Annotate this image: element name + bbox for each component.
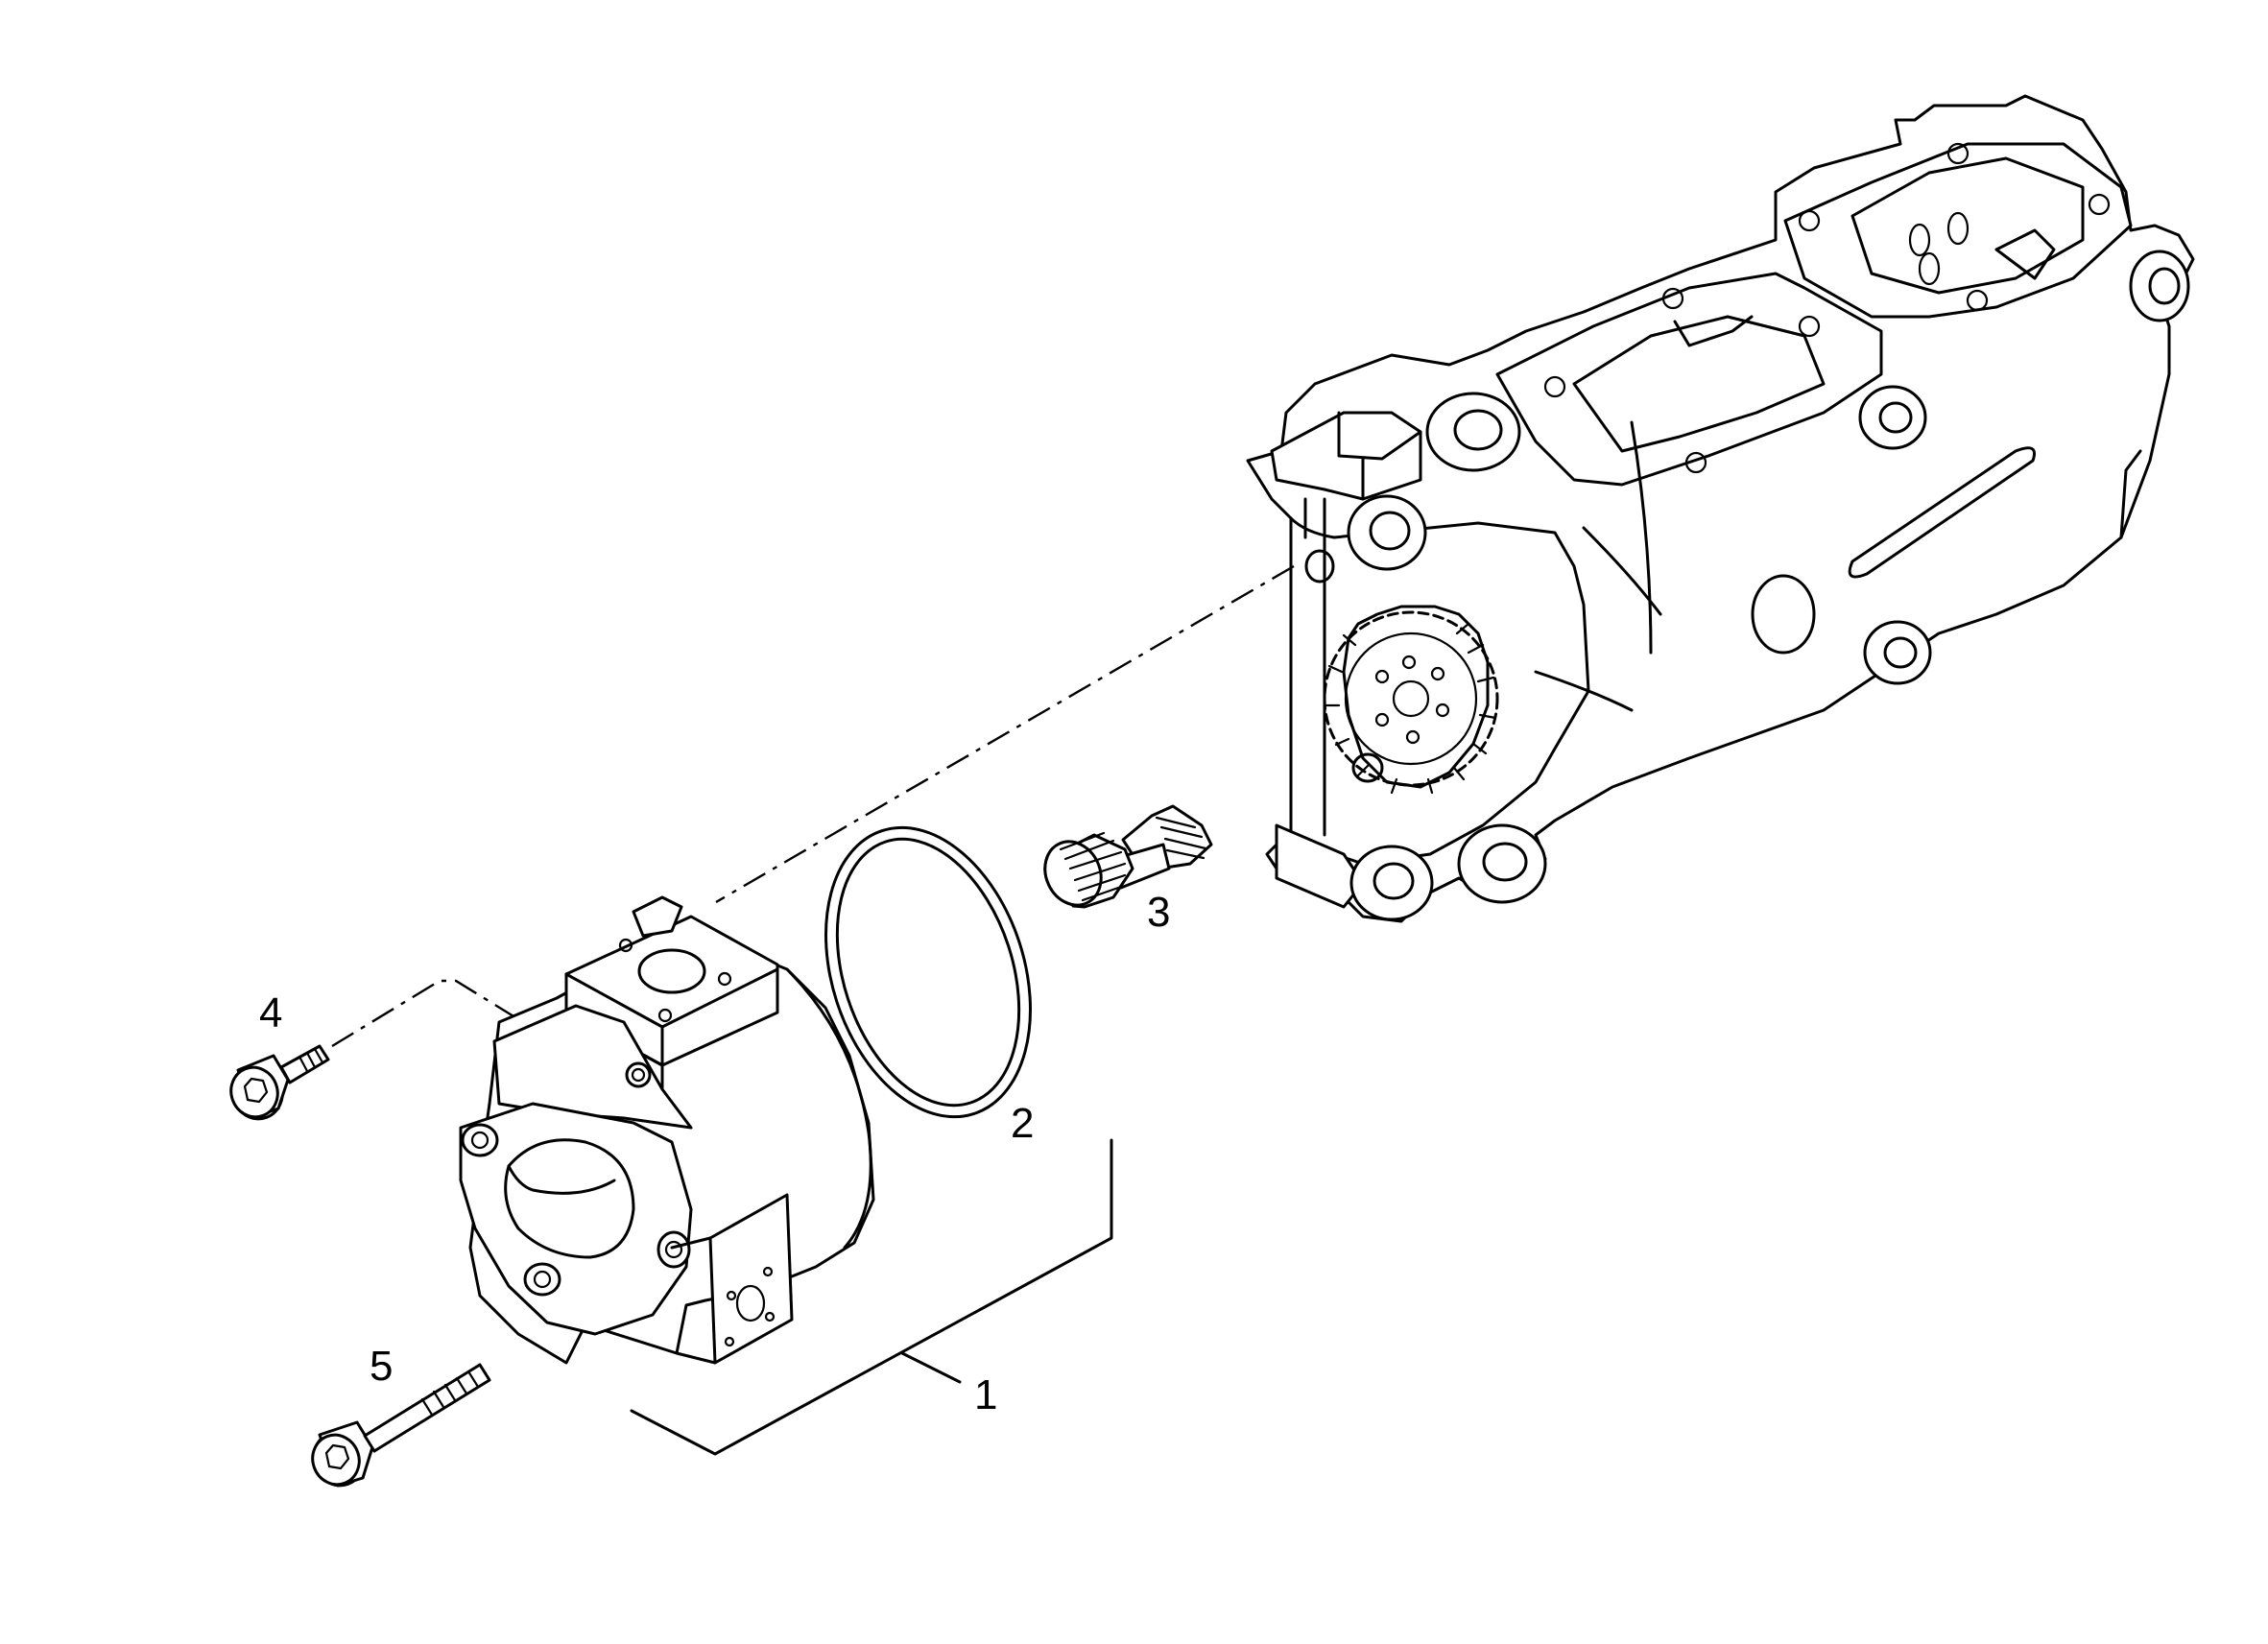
callout-1: 1 <box>974 1371 997 1418</box>
callout-labels: 1 2 3 4 5 <box>259 889 1170 1418</box>
callout-5: 5 <box>370 1343 393 1390</box>
callout-2: 2 <box>1011 1100 1034 1147</box>
short-cap-screw <box>229 1044 330 1121</box>
splined-drive-shaft <box>1043 804 1213 909</box>
gearbox-housing <box>1246 94 2195 923</box>
callout-3: 3 <box>1147 889 1170 936</box>
o-ring <box>824 825 1032 1119</box>
callout-leaders <box>630 1138 1113 1456</box>
pump-assembly <box>459 895 875 1365</box>
callout-4: 4 <box>259 989 282 1036</box>
long-cap-screw <box>311 1363 491 1488</box>
